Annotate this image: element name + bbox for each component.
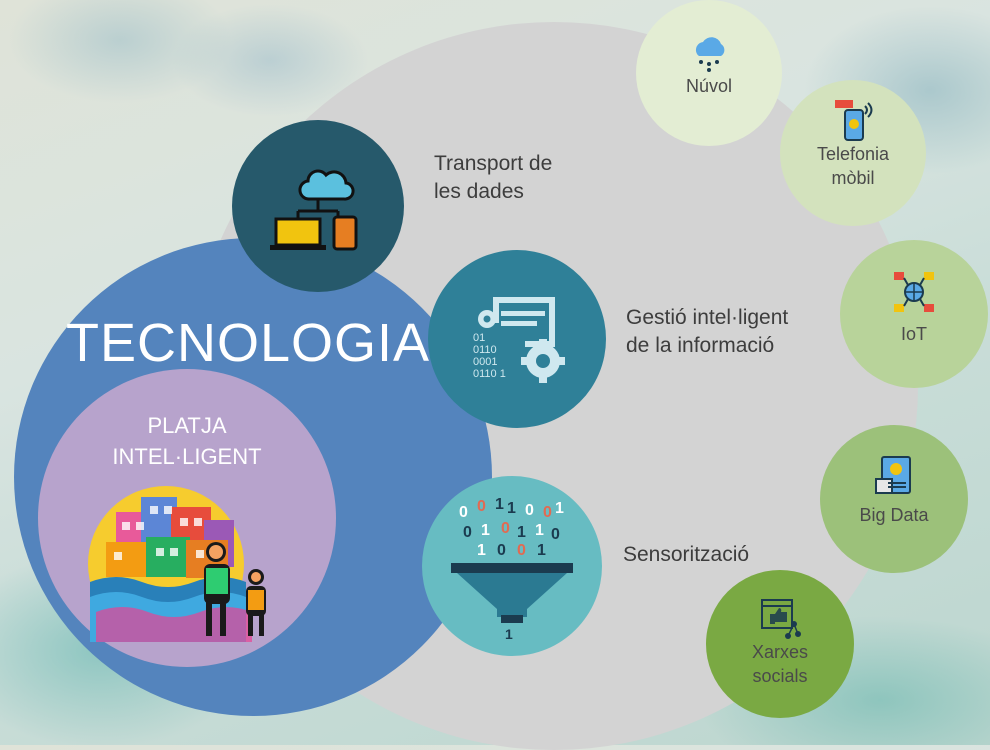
telefonia-line2: mòbil	[831, 168, 875, 188]
bigdata-circle: Big Data	[820, 425, 968, 573]
sensor-hub: 0 0 1 1 0 0 1 0 1 0 1 1 0 1 0 0 1 1	[422, 476, 602, 656]
svg-text:0110: 0110	[473, 344, 497, 356]
svg-text:0: 0	[477, 498, 486, 515]
svg-text:0: 0	[497, 542, 506, 559]
svg-text:0: 0	[525, 502, 534, 519]
svg-text:1: 1	[477, 542, 486, 559]
smartphone-touch-icon	[835, 100, 873, 141]
xarxes-line1: Xarxes	[751, 642, 809, 662]
sensor-label: Sensorització	[623, 543, 750, 566]
cloud-laptop-phone-icon	[270, 169, 358, 251]
iot-label: IoT	[900, 324, 927, 344]
tecnologia-title: TECNOLOGIA	[66, 313, 431, 373]
svg-text:0: 0	[501, 520, 510, 537]
svg-text:0110 1: 0110 1	[473, 368, 506, 380]
svg-text:0: 0	[463, 524, 472, 541]
iot-circle: IoT	[840, 240, 988, 388]
svg-text:1: 1	[555, 500, 564, 517]
document-gears-binary-icon: 01 0110 0001 0110 1	[473, 297, 565, 383]
svg-text:0: 0	[551, 526, 560, 543]
social-share-icon	[761, 599, 801, 639]
telefonia-line1: Telefonia	[816, 144, 890, 164]
cloud-network-icon	[695, 37, 725, 72]
gestio-line1: Gestió intel·ligent	[626, 306, 789, 329]
transport-label: Transport de les dades	[434, 150, 552, 206]
svg-text:1: 1	[507, 500, 516, 517]
xarxes-circle: Xarxes socials	[706, 570, 854, 718]
svg-text:1: 1	[481, 522, 490, 539]
svg-text:1: 1	[495, 496, 504, 513]
svg-text:0: 0	[543, 504, 552, 521]
svg-text:01: 01	[473, 332, 485, 344]
transport-line1: Transport de	[434, 152, 553, 175]
data-funnel-icon: 0 0 1 1 0 0 1 0 1 0 1 1 0 1 0 0 1 1	[451, 496, 573, 641]
svg-text:1: 1	[537, 542, 546, 559]
beach-town-illustration	[88, 486, 266, 642]
svg-text:0: 0	[459, 504, 468, 521]
svg-text:1: 1	[517, 524, 526, 541]
nuvol-circle: Núvol	[636, 0, 782, 146]
gestio-label: Gestió intel·ligent de la informació	[626, 304, 788, 360]
svg-text:0: 0	[517, 542, 526, 559]
nuvol-label: Núvol	[685, 76, 733, 96]
platja-line2: INTEL·LIGENT	[112, 444, 262, 469]
svg-text:0001: 0001	[473, 356, 497, 368]
gestio-hub: 01 0110 0001 0110 1	[428, 250, 606, 428]
telefonia-circle: Telefonia mòbil	[780, 80, 926, 226]
gestio-line2: de la informació	[626, 334, 775, 357]
xarxes-line2: socials	[752, 666, 808, 686]
transport-line2: les dades	[434, 180, 524, 203]
svg-text:1: 1	[535, 522, 544, 539]
bigdata-label: Big Data	[859, 505, 929, 525]
data-dashboard-icon	[875, 456, 911, 494]
connected-globe-icon	[894, 272, 934, 312]
platja-line1: PLATJA	[147, 413, 227, 438]
svg-text:1: 1	[505, 626, 513, 641]
platja-label: PLATJA INTEL·LIGENT	[38, 410, 336, 472]
transport-hub	[232, 120, 404, 292]
